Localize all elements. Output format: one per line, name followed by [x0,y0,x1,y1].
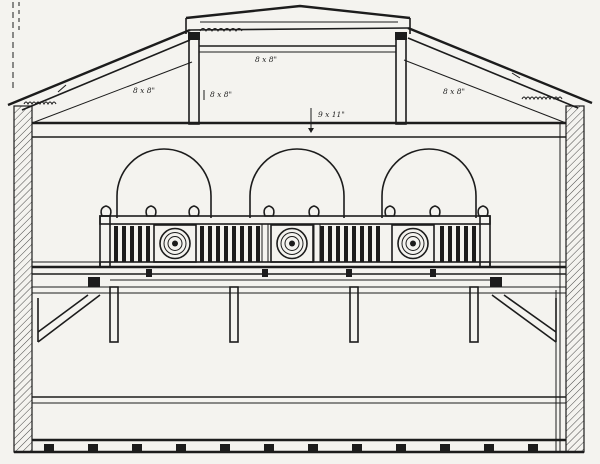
rosette-panel-center [270,224,314,263]
monitor-cornice [199,28,243,32]
ridge-beam-dimension: 8 x 8" [255,55,277,64]
balusters-center-left [200,226,260,262]
balusters-center-right [320,226,380,262]
wall-brackets [37,294,557,343]
dimension-labels: 8 x 8" 8 x 8" 8 x 8" 9 x 11" 8 x 8" [133,55,465,119]
right-eave-dentils [521,96,563,101]
left-post-dimension: 8 x 8" [210,90,232,99]
gallery-posts [88,269,502,343]
balustrade [99,205,491,268]
balusters-left [114,226,150,262]
right-wall [565,105,585,453]
roof-truss [32,32,566,138]
left-eave-dentils [23,101,57,106]
left-wall [13,105,33,453]
lower-floor [14,396,584,454]
rosette-panel-left [153,224,197,263]
arched-openings [116,148,477,218]
rosette-panel-right [391,224,435,263]
balusters-right [440,226,476,262]
margin-marks [12,2,20,90]
urn-finials [100,205,489,217]
left-rafter-dimension: 8 x 8" [133,86,155,95]
tie-beam-dimension: 9 x 11" [318,110,345,119]
floor-joists [44,444,538,452]
roof [7,4,593,124]
right-rafter-dimension: 8 x 8" [443,87,465,96]
